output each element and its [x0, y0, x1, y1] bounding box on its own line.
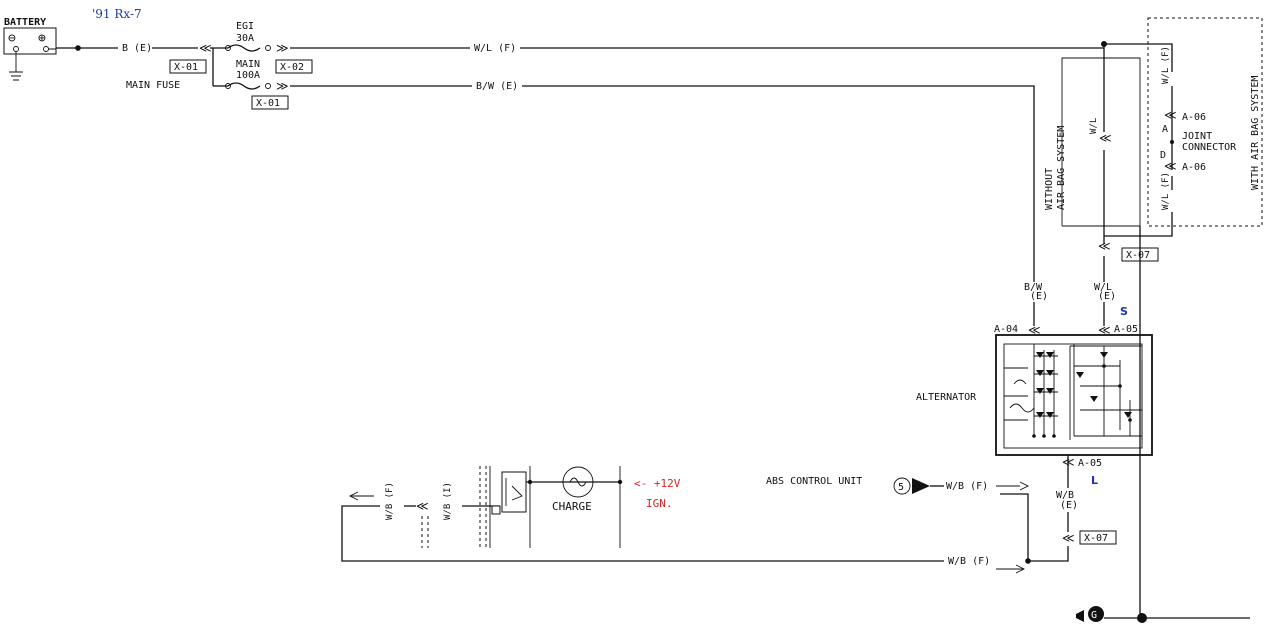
- wire-label-wl-e-vert-2: (E): [1098, 291, 1116, 302]
- wire-label-bw-e: B/W (E): [476, 81, 518, 92]
- junction-dot: [75, 45, 81, 51]
- wire-label-wb-i-rot: W/B (I): [443, 482, 453, 520]
- battery-symbol: [3, 27, 57, 55]
- connector-x02: [275, 59, 313, 74]
- svg-text:≪: ≪: [1098, 239, 1111, 253]
- battery-label: BATTERY: [4, 17, 46, 28]
- with-airbag-label: WITH AIR BAG SYSTEM: [1250, 76, 1261, 190]
- connector-a04: A-04: [994, 324, 1018, 335]
- battery-terminal-neg: [13, 46, 19, 52]
- fuse-egi-rating: 30A: [236, 33, 254, 44]
- abs-control-unit-label: ABS CONTROL UNIT: [766, 476, 862, 487]
- svg-text:≪: ≪: [1098, 323, 1111, 337]
- joint-pin-a: A: [1162, 124, 1168, 135]
- wire-label-wb-f-rot: W/B (F): [385, 482, 395, 520]
- svg-text:W/L (F): W/L (F): [1161, 46, 1171, 84]
- charge-warning-lamp-icon: [562, 466, 594, 498]
- battery-minus-icon: ⊖: [8, 31, 16, 46]
- svg-text:W/L: W/L: [1089, 118, 1099, 134]
- battery-ground-icon: [9, 52, 23, 81]
- svg-text:X-07: X-07: [1126, 250, 1150, 261]
- without-airbag-bracket: [1061, 57, 1141, 227]
- fuse-main-name: MAIN: [236, 59, 260, 70]
- svg-text:X-07: X-07: [1084, 533, 1108, 544]
- svg-text:≫: ≫: [276, 41, 289, 55]
- svg-text:X-01: X-01: [256, 98, 280, 109]
- fuse-main-icon: [227, 82, 261, 90]
- arrow-left-icon: [348, 491, 374, 501]
- connector-symbol: ≪: [199, 41, 212, 55]
- wire-label-wb-f-abs: W/B (F): [946, 481, 988, 492]
- svg-text:≪: ≪: [1164, 159, 1177, 173]
- wire-label-wb-e-2: (E): [1060, 500, 1078, 511]
- alternator-label: ALTERNATOR: [916, 392, 977, 403]
- abs-pin-number: 5: [898, 482, 904, 493]
- connector-a05-bottom: A-05: [1078, 458, 1102, 469]
- svg-text:W/L (F): W/L (F): [1161, 172, 1171, 210]
- svg-text:≪: ≪: [1062, 531, 1075, 545]
- svg-text:≪: ≪: [1099, 131, 1112, 145]
- fuse-egi-icon: [227, 44, 261, 52]
- wire-label-bw-e-vert-1: B/W: [1024, 282, 1043, 293]
- wire-label-wb-e-1: W/B: [1056, 490, 1074, 501]
- abs-output-arrow-icon: [912, 478, 930, 494]
- joint-pin-d: D: [1160, 150, 1166, 161]
- wire-label-wb-f-bottom: W/B (F): [948, 556, 990, 567]
- connector-a06-bottom: A-06: [1182, 162, 1206, 173]
- svg-text:≪: ≪: [416, 499, 429, 513]
- joint-connector-label-2: CONNECTOR: [1182, 142, 1237, 153]
- connector-x01-bottom: [251, 95, 289, 110]
- main-fuse-label: MAIN FUSE: [126, 80, 180, 91]
- connector-x01-top: [169, 59, 207, 74]
- ignition-annotation-line2: IGN.: [646, 497, 673, 510]
- svg-text:≪: ≪: [1028, 323, 1041, 337]
- alternator-box: [995, 334, 1153, 456]
- wire-label-bw-e-vert-2: (E): [1030, 291, 1048, 302]
- alternator-diodes: [1032, 352, 1132, 438]
- svg-text:≫: ≫: [276, 79, 289, 93]
- svg-text:X-01: X-01: [174, 62, 198, 73]
- ground-symbol-icon: G: [1076, 606, 1104, 622]
- arrow-right-icon: [996, 481, 1030, 491]
- connector-a05-top: A-05: [1114, 324, 1138, 335]
- svg-text:G: G: [1091, 610, 1097, 621]
- battery-plus-icon: ⊕: [38, 31, 46, 46]
- cluster-edge: [479, 466, 487, 548]
- svg-text:≪: ≪: [1164, 108, 1177, 122]
- abs-pin-circle: [893, 477, 911, 495]
- terminal-l-label: L: [1091, 474, 1098, 487]
- alternator-internal-circuit: [1003, 343, 1143, 449]
- without-airbag-label-2: AIR BAG SYSTEM: [1056, 126, 1067, 210]
- fuse-egi-name: EGI: [236, 21, 254, 32]
- wire-label-be: B (E): [122, 43, 152, 54]
- with-airbag-box: [1147, 17, 1263, 227]
- terminal-s-label: S: [1120, 305, 1128, 318]
- ground-junction-dot: [1137, 613, 1147, 623]
- svg-text:X-02: X-02: [280, 62, 304, 73]
- joint-connector-label-1: JOINT: [1182, 131, 1212, 142]
- without-airbag-label-1: WITHOUT: [1044, 168, 1055, 210]
- connector-x07-bottom: [1079, 530, 1117, 545]
- fuse-main-rating: 100A: [236, 70, 260, 81]
- svg-text:≪: ≪: [1062, 455, 1075, 469]
- wire-label-wl-f: W/L (F): [474, 43, 516, 54]
- wire-label-wl-e-vert-1: W/L: [1094, 282, 1112, 293]
- ignition-annotation-line1: <- +12V: [634, 477, 681, 490]
- charge-lamp-label: CHARGE: [552, 500, 592, 513]
- diagram-title: '91 Rx-7: [92, 7, 142, 21]
- arrow-right-icon: [996, 564, 1026, 574]
- connector-a06-top: A-06: [1182, 112, 1206, 123]
